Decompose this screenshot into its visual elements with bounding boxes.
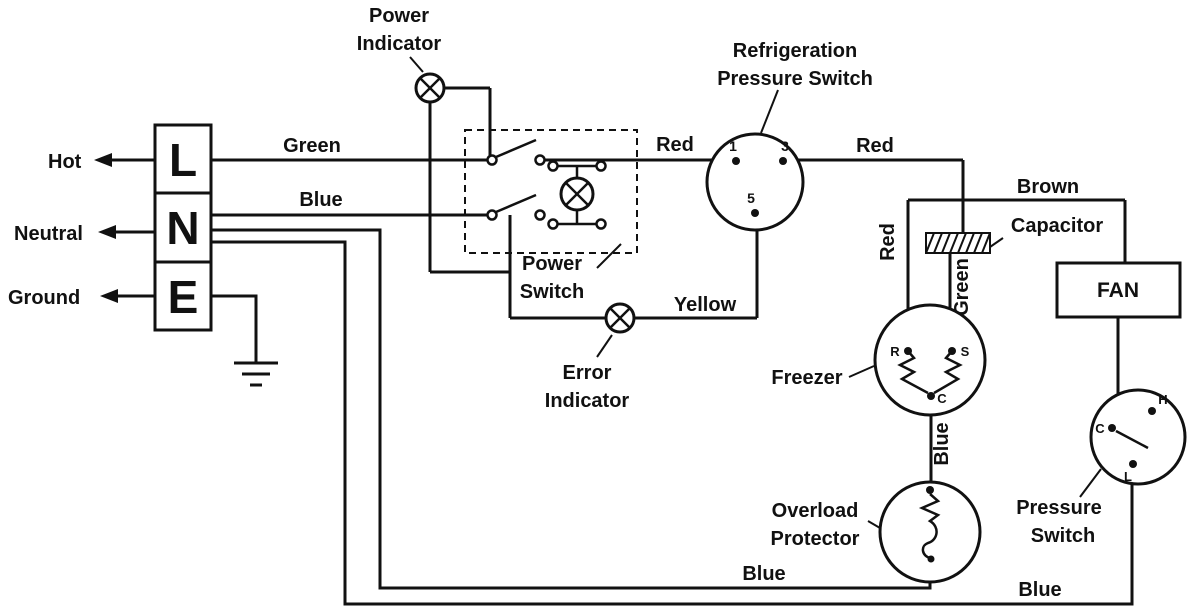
refrigeration-terminal-5: 5	[747, 190, 755, 206]
pressure-switch: C H L Pressure Switch	[1016, 388, 1187, 547]
fan: FAN	[1055, 261, 1182, 319]
power-switch-label-2: Switch	[520, 281, 584, 303]
pressure-terminal-h: H	[1158, 392, 1167, 407]
wire-label-green-vertical: Green	[951, 258, 973, 316]
wire-yellow: Yellow	[508, 215, 759, 320]
wire-red-left: Red	[545, 134, 712, 162]
power-indicator: Power Indicator	[357, 5, 510, 274]
wire-label-yellow: Yellow	[674, 294, 737, 316]
error-indicator-label-1: Error	[563, 362, 612, 384]
wire-green: Green	[211, 135, 487, 162]
earth-ground-icon	[211, 294, 278, 387]
wire-label-brown: Brown	[1017, 176, 1079, 198]
wire-green-vertical: Green	[948, 253, 973, 316]
power-switch-lamp-icon	[547, 160, 607, 230]
overload-protector: Overload Protector	[771, 480, 982, 584]
hot-label: Hot	[48, 151, 82, 173]
wire-label-blue: Blue	[299, 189, 342, 211]
terminal-e-label: E	[168, 271, 199, 323]
neutral-arrow-icon	[98, 225, 116, 239]
error-indicator: Error Indicator	[545, 302, 636, 412]
freezer-terminal-c: C	[937, 391, 947, 406]
ground-label: Ground	[8, 287, 80, 309]
power-switch-label-1: Power	[522, 253, 582, 275]
capacitor-label: Capacitor	[1011, 215, 1103, 237]
wire-label-blue-bottom-right: Blue	[1018, 579, 1061, 601]
wire-neutral-return-outer: Blue	[211, 240, 1134, 606]
wire-red-vertical: Red	[877, 200, 910, 311]
pressure-switch-label-2: Switch	[1031, 525, 1095, 547]
wire-label-blue-bottom-left: Blue	[742, 563, 785, 585]
refrigeration-label-1: Refrigeration	[733, 40, 857, 62]
pressure-terminal-l: L	[1124, 469, 1132, 484]
fan-label: FAN	[1097, 279, 1139, 302]
ground-arrow-icon	[100, 289, 118, 303]
freezer-label: Freezer	[771, 367, 842, 389]
hot-arrow-icon	[94, 153, 112, 167]
fan-box	[1055, 261, 1182, 319]
ground-lead: Ground	[8, 287, 155, 309]
wire-label-red-left: Red	[656, 134, 694, 156]
overload-label-2: Protector	[771, 528, 860, 550]
wire-label-red-right: Red	[856, 135, 894, 157]
power-indicator-label-1: Power	[369, 5, 429, 27]
power-switch: Power Switch	[464, 129, 638, 303]
neutral-lead: Neutral	[14, 223, 155, 245]
refrigeration-terminal-1: 1	[729, 138, 737, 154]
wire-blue-vertical: Blue	[929, 415, 953, 483]
mains-terminal-block: L N E	[153, 123, 213, 332]
freezer-terminal-s: S	[961, 344, 970, 359]
refrigeration-label-2: Pressure Switch	[717, 68, 873, 90]
terminal-n-label: N	[166, 202, 199, 254]
error-indicator-label-2: Indicator	[545, 390, 630, 412]
pressure-switch-label-1: Pressure	[1016, 497, 1102, 519]
wire-red-right: Red	[798, 135, 965, 233]
power-switch-outline	[464, 129, 638, 254]
overload-label-1: Overload	[772, 500, 859, 522]
wire-label-blue-vertical: Blue	[931, 422, 953, 465]
wire-label-green: Green	[283, 135, 341, 157]
freezer-compressor: R S C Freezer	[771, 303, 987, 417]
pressure-terminal-c: C	[1095, 421, 1105, 436]
wire-blue-top: Blue	[211, 189, 487, 217]
refrigeration-terminal-3: 3	[781, 138, 789, 154]
refrigeration-pressure-switch: 1 3 5 Refrigeration Pressure Switch	[705, 40, 873, 232]
wire-label-red-vertical: Red	[877, 223, 899, 261]
power-indicator-label-2: Indicator	[357, 33, 442, 55]
capacitor: Capacitor	[925, 215, 1103, 254]
wire-neutral-return-inner: Blue	[211, 228, 932, 590]
wire-brown: Brown	[908, 176, 1127, 263]
neutral-label: Neutral	[14, 223, 83, 245]
freezer-terminal-r: R	[890, 344, 900, 359]
hot-lead: Hot	[48, 151, 155, 173]
terminal-l-label: L	[169, 134, 197, 186]
